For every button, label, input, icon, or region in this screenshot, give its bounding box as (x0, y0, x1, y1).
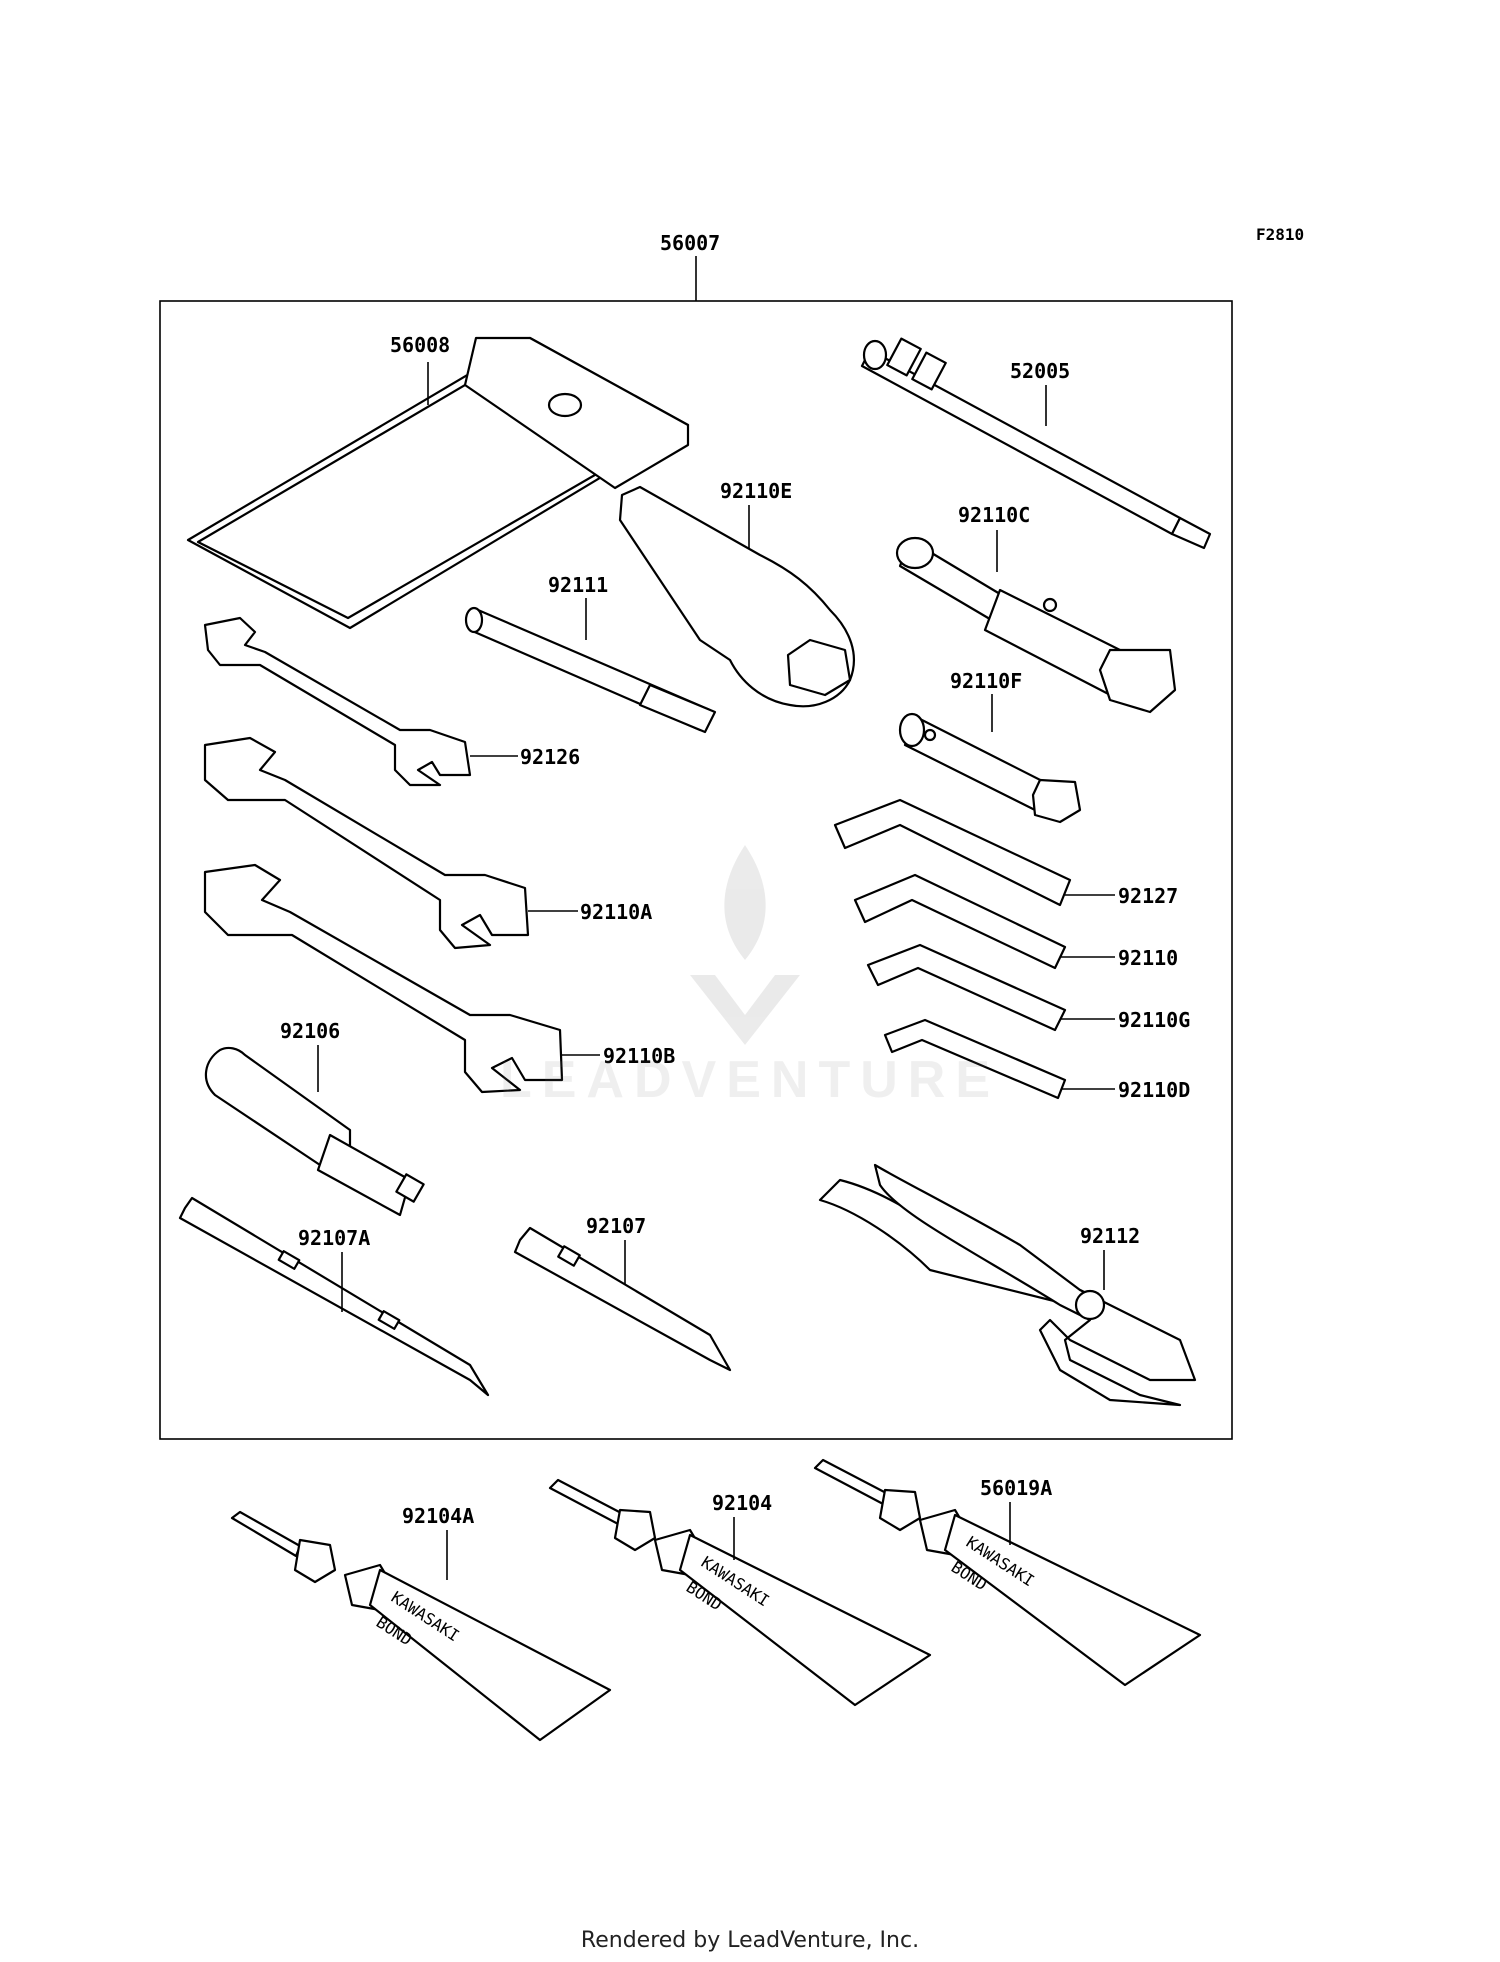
watermark-logo (690, 845, 800, 1045)
hex-key-3: 92110G (866, 943, 1190, 1032)
label-socket-wrench: 92110C (958, 503, 1030, 527)
label-hex-key-2: 92110 (1118, 946, 1178, 970)
label-bond-tube-2: 92104 (712, 1491, 772, 1515)
label-hex-key-1: 92127 (1118, 884, 1178, 908)
label-screwdriver-bit-a: 92107A (298, 1226, 370, 1250)
label-bag: 56008 (390, 333, 450, 357)
open-wrench-large: 92110B (203, 863, 675, 1094)
label-pliers: 92112 (1080, 1224, 1140, 1248)
bond-tube-3: KAWASAKI BOND 56019A (813, 1458, 1202, 1687)
label-wrench-small: 92126 (520, 745, 580, 769)
screwdriver-handle: 92106 (204, 1019, 425, 1217)
label-hex-key-4: 92110D (1118, 1078, 1190, 1102)
kit-label: 56007 (660, 231, 720, 255)
bar-tool: 92111 (464, 573, 717, 734)
label-screwdriver-bit: 92107 (586, 1214, 646, 1238)
label-bar: 92111 (548, 573, 608, 597)
open-wrench-medium: 92110A (203, 736, 652, 950)
spark-plug-wrench: 52005 (860, 337, 1212, 550)
socket-wrench: 92110C (895, 503, 1177, 714)
label-hex-key-3: 92110G (1118, 1008, 1190, 1032)
label-screwdriver-handle: 92106 (280, 1019, 340, 1043)
watermark-text: LEADVENTURE (499, 1051, 1001, 1109)
open-wrench-small: 92126 (203, 616, 580, 787)
hex-key-2: 92110 (853, 873, 1178, 970)
label-tube-socket: 92110F (950, 669, 1022, 693)
footer-credit: Rendered by LeadVenture, Inc. (580, 1928, 920, 1953)
pliers: 92112 (818, 1163, 1197, 1407)
label-box-wrench: 92110E (720, 479, 792, 503)
box-wrench: 92110E (618, 479, 855, 708)
screwdriver-bit-a: 92107A (178, 1196, 490, 1397)
bond-tube-1: KAWASAKI BOND 92104A (230, 1504, 612, 1742)
label-bond-tube-3: 56019A (980, 1476, 1052, 1500)
label-spark-plug-wrench: 52005 (1010, 359, 1070, 383)
tool-bag: 56008 (186, 333, 690, 630)
bond-tube-2: KAWASAKI BOND 92104 (548, 1478, 932, 1707)
label-wrench-medium: 92110A (580, 900, 652, 924)
hex-key-1: 92127 (833, 798, 1178, 908)
hex-key-4: 92110D (883, 1018, 1190, 1102)
tube-socket: 92110F (898, 669, 1082, 824)
label-wrench-large: 92110B (603, 1044, 675, 1068)
diagram-code: F2810 (1256, 225, 1304, 244)
screwdriver-bit: 92107 (513, 1214, 732, 1372)
label-bond-tube-1: 92104A (402, 1504, 474, 1528)
